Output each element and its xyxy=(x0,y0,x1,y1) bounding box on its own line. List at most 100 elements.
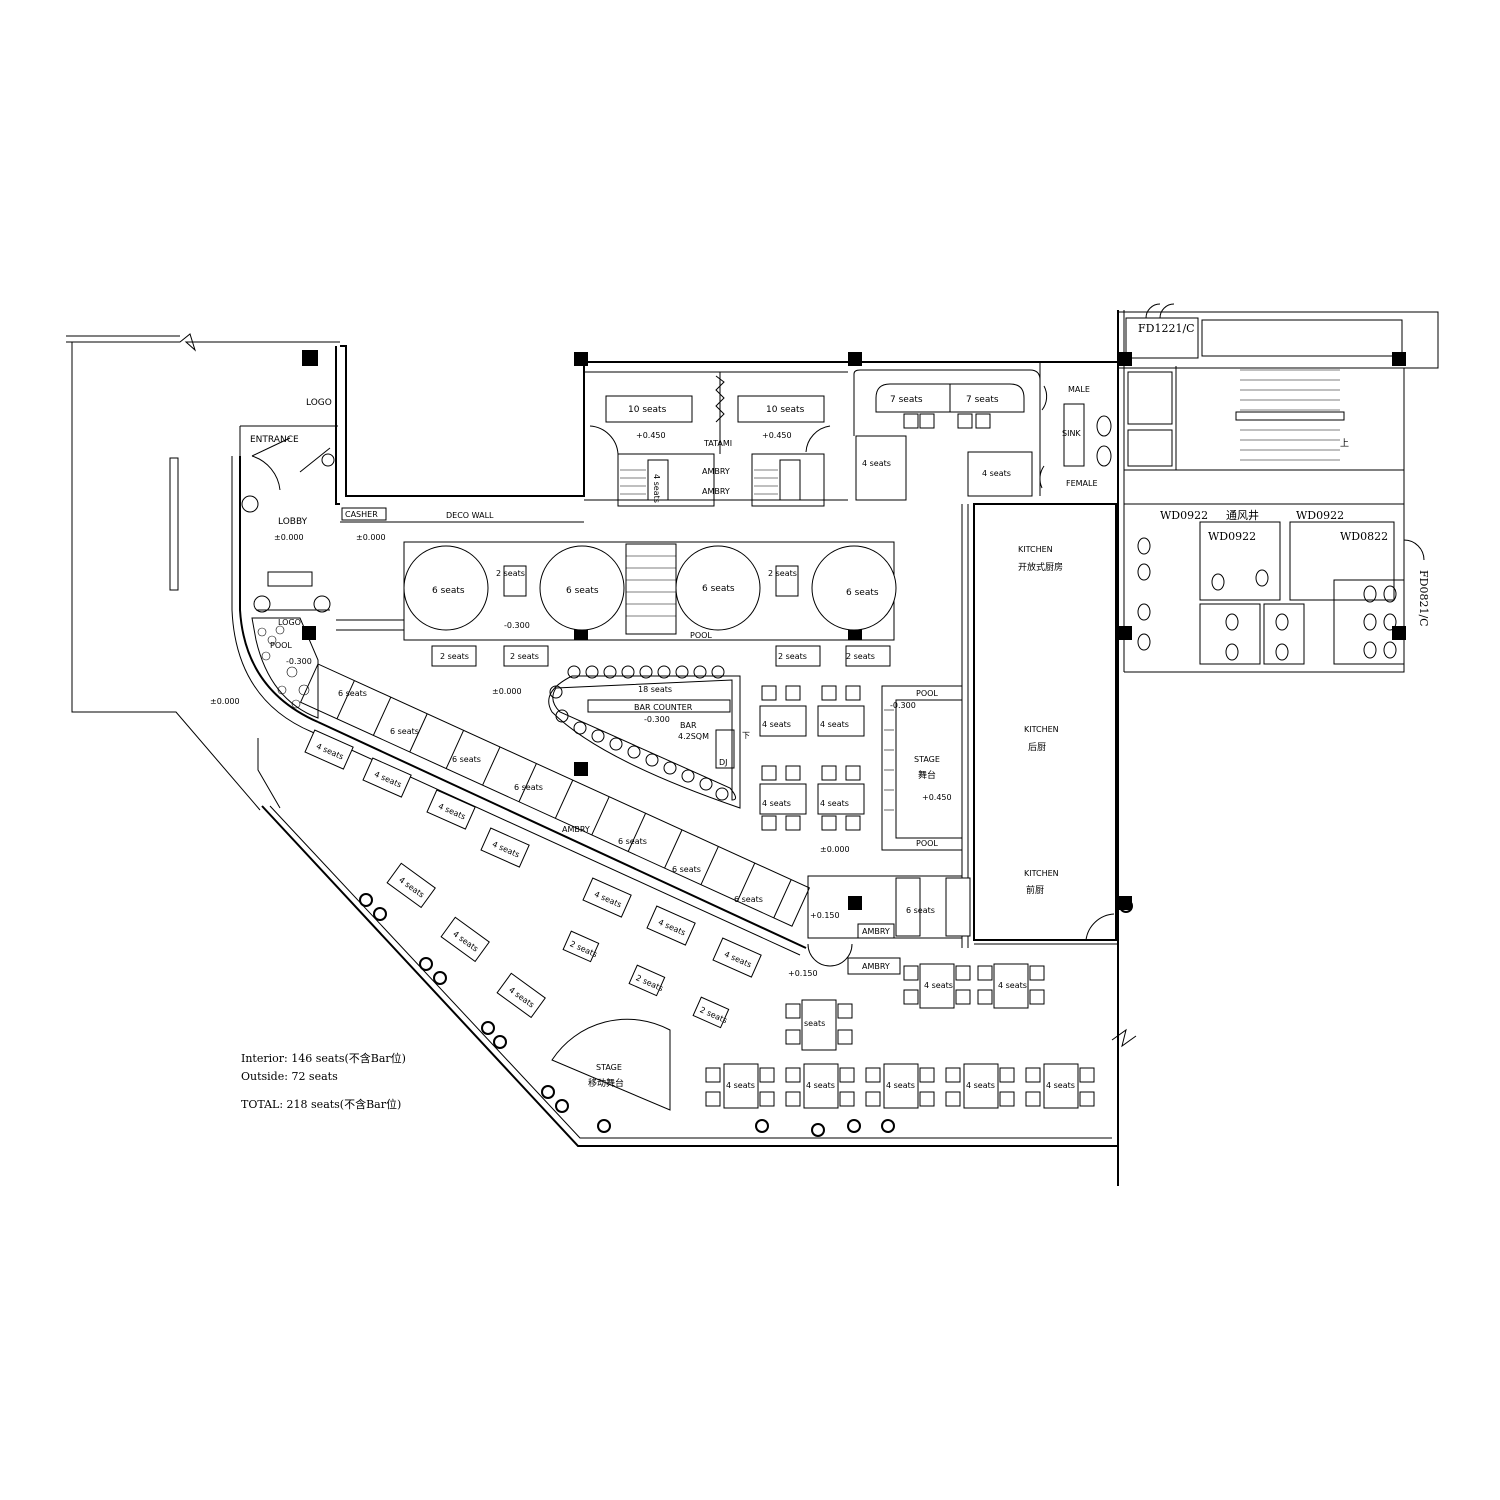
kitchen-door[interactable] xyxy=(1085,913,1115,941)
kitchen: KITCHEN 开放式厨房 KITCHEN 后厨 KITCHEN 前厨 xyxy=(961,503,1118,948)
tatami-room-right: 10 seats +0.450 xyxy=(737,395,825,507)
terrace-door[interactable] xyxy=(807,943,853,967)
terrace-table-2-seats: 2 seats xyxy=(562,930,600,963)
kitchen-front-label: KITCHEN xyxy=(1024,869,1059,878)
level-label: -0.300 xyxy=(504,621,530,630)
stage-level: +0.450 xyxy=(922,793,952,802)
terrace-table-4-seats: 4 seats xyxy=(440,916,490,963)
table-2-seats xyxy=(775,565,799,597)
terrace-table-2-seats: 2 seats xyxy=(692,996,730,1029)
seats-label: 2 seats xyxy=(778,652,807,661)
mobile-stage-cn: 移动舞台 xyxy=(588,1077,624,1089)
table-4-seats xyxy=(817,783,865,815)
outer-walls xyxy=(66,310,1137,1186)
seats-label: 2 seats xyxy=(440,652,469,661)
terrace-table-4-seats: 4 seats xyxy=(304,729,354,770)
restroom-door[interactable] xyxy=(1039,465,1045,489)
summary-total: TOTAL: 218 seats(不含Bar位) xyxy=(241,1097,401,1111)
seats-label: 6 seats xyxy=(906,906,935,915)
door-wd0822-label: WD0822 xyxy=(1340,530,1388,543)
seats-label: 6 seats xyxy=(432,586,465,596)
seats-label: 4 seats xyxy=(820,720,849,729)
terrace-seating: 4 seats 4 seats 4 seats 4 seats 4 seats … xyxy=(304,729,1095,1111)
stair-up-label: 上 xyxy=(1340,438,1349,449)
planter-icon xyxy=(419,957,433,971)
ambry-label: AMBRY xyxy=(862,962,890,971)
seats-label: 18 seats xyxy=(638,685,672,694)
seats-label: 4 seats xyxy=(652,474,661,503)
door-wd0922-label: WD0922 xyxy=(1208,530,1256,543)
terrace-table-4-seats xyxy=(919,963,955,1009)
level-label: +0.450 xyxy=(762,431,792,440)
table-2-seats xyxy=(845,645,891,667)
right-lower-seating: 6 seats AMBRY AMBRY +0.150 +0.150 xyxy=(788,875,971,978)
table-4-seats xyxy=(759,705,807,737)
planter-icon xyxy=(555,1099,569,1113)
lobby-level: ±0.000 xyxy=(274,533,304,542)
tatami-door[interactable] xyxy=(589,425,619,455)
table-2-seats xyxy=(503,645,549,667)
pool-label: POOL xyxy=(916,689,938,698)
plant-icon xyxy=(313,595,331,613)
ambry-label: AMBRY xyxy=(562,825,590,834)
round-booth-4: 6 seats xyxy=(811,545,897,631)
seats-label: 4 seats xyxy=(924,981,953,990)
level-label: +0.150 xyxy=(810,911,840,920)
bar-area-label: 4.2SQM xyxy=(678,732,709,741)
seats-label: 4 seats xyxy=(1046,1081,1075,1090)
planter-icon xyxy=(881,1119,895,1133)
dj-label: DJ xyxy=(719,758,728,767)
terrace-table-4-seats xyxy=(803,1063,839,1109)
terrace-table-4-seats xyxy=(963,1063,999,1109)
booth-4-seats xyxy=(967,451,1033,497)
seats-label: 10 seats xyxy=(766,405,805,415)
planter-icon xyxy=(755,1119,769,1133)
kitchen-open-label: KITCHEN xyxy=(1018,545,1053,554)
level-label: ±0.000 xyxy=(492,687,522,696)
planter-icon xyxy=(847,1119,861,1133)
table-2-seats xyxy=(775,645,821,667)
tatami-door[interactable] xyxy=(805,425,831,453)
door-fd1221[interactable] xyxy=(1145,303,1175,319)
round-booth-1: 6 seats xyxy=(403,545,489,631)
planter-icon xyxy=(811,1123,825,1137)
seats-label: 6 seats xyxy=(618,837,647,846)
terrace-table-4-seats: 4 seats xyxy=(712,937,762,978)
seats-label: 2 seats xyxy=(496,569,525,578)
door-fd0821[interactable] xyxy=(1403,539,1425,561)
planter-icon xyxy=(359,893,373,907)
seats-label: 6 seats xyxy=(702,584,735,594)
round-booth-row: 6 seats 6 seats 6 seats 6 seats 2 seats … xyxy=(336,541,897,641)
seats-label: 2 seats xyxy=(768,569,797,578)
bar-label: BAR xyxy=(680,721,697,730)
pool-level: -0.300 xyxy=(286,657,312,666)
door-fd1221-label: FD1221/C xyxy=(1138,322,1195,335)
entrance-door[interactable] xyxy=(251,437,291,491)
tatami-label: TATAMI xyxy=(703,439,732,448)
lobby-level-2: ±0.000 xyxy=(356,533,386,542)
male-label: MALE xyxy=(1068,385,1090,394)
down-label: 下 xyxy=(742,731,750,740)
terrace-table-4-seats: 4 seats xyxy=(582,877,632,918)
table-4-seats xyxy=(759,783,807,815)
service-core: FD1221/C 上 WD0922 通风井 WD0922 WD0922 WD08… xyxy=(1117,303,1439,673)
terrace-table-4-seats: 4 seats xyxy=(496,972,546,1019)
mobile-stage-label: STAGE xyxy=(596,1063,622,1072)
tatami-rooms: 10 seats +0.450 4 seats 10 seats +0.450 … xyxy=(584,371,848,507)
table-4-seats xyxy=(779,459,801,501)
terrace-table-4-seats xyxy=(993,963,1029,1009)
logo-pool xyxy=(251,617,319,719)
terrace-table-4-seats: 4 seats xyxy=(386,862,436,909)
level-label: ±0.000 xyxy=(820,845,850,854)
planter-icon xyxy=(481,1021,495,1035)
seats-label: 7 seats xyxy=(966,395,999,405)
level-label: +0.150 xyxy=(788,969,818,978)
seats-label: 6 seats xyxy=(566,586,599,596)
restroom-door[interactable] xyxy=(1041,385,1048,411)
seats-label: 4 seats xyxy=(886,1081,915,1090)
level-label: +0.450 xyxy=(636,431,666,440)
table-2-seats xyxy=(431,645,477,667)
stage-level-pool: -0.300 xyxy=(890,701,916,710)
lobby-label: LOBBY xyxy=(278,517,308,527)
